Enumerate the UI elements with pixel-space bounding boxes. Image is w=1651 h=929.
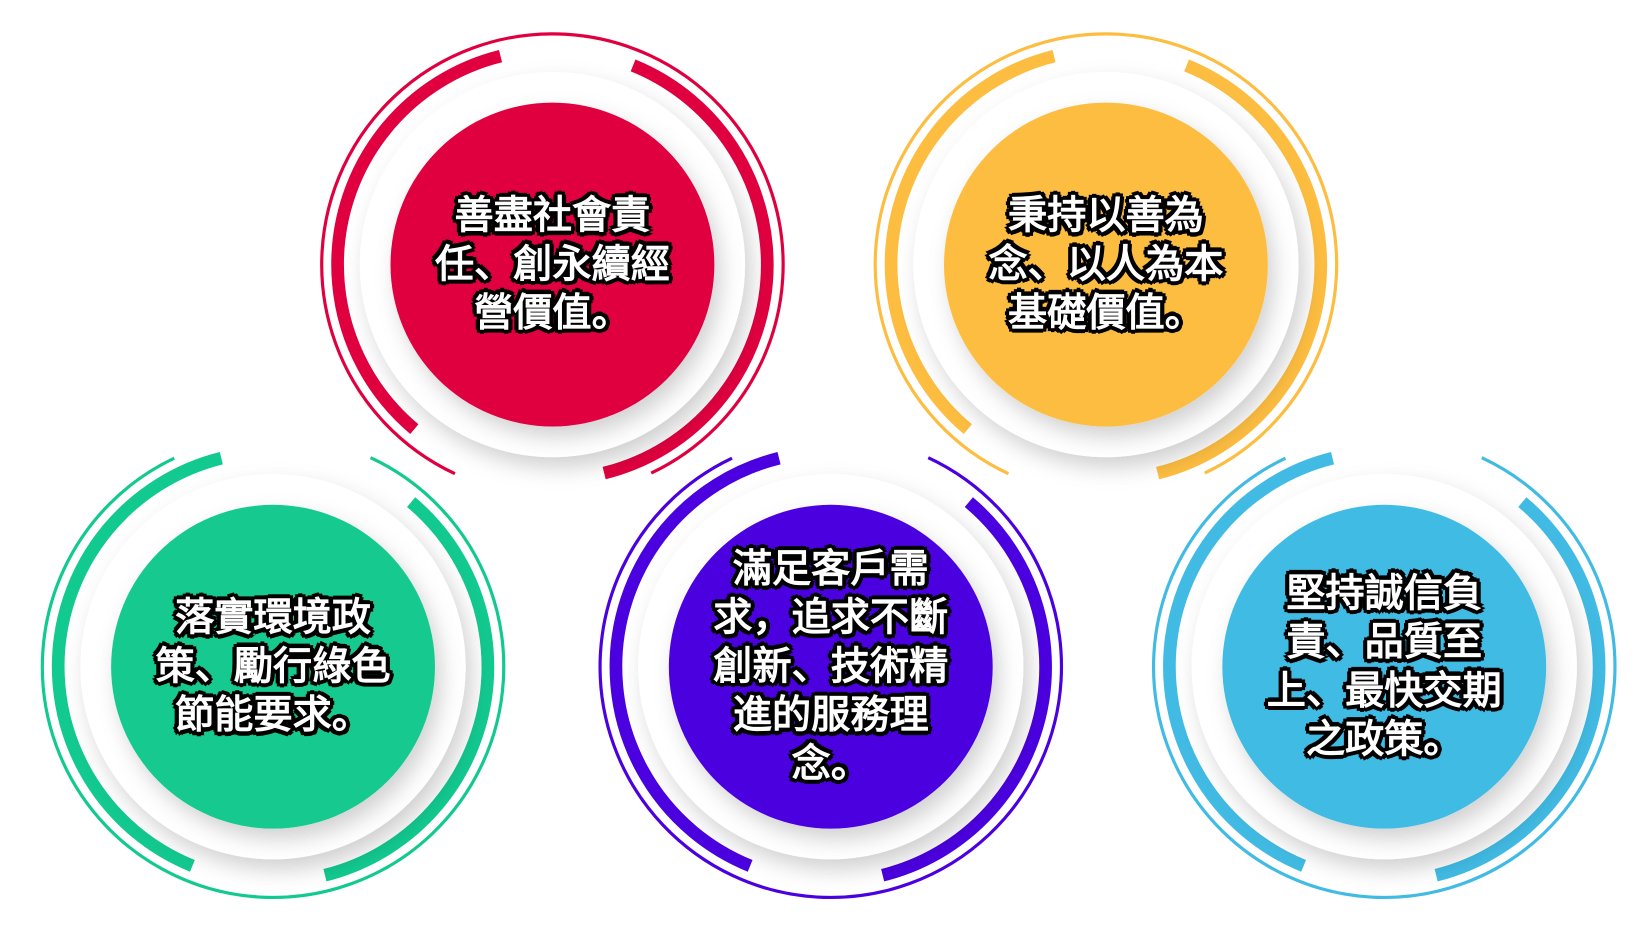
value-text: 堅持誠信負責、品質至上、最快交期之政策。 [1266,570,1502,762]
value-text: 秉持以善為念、以人為本基礎價值。 [988,192,1224,336]
value-circle-customer-service: 滿足客戶需求，追求不斷創新、技術精進的服務理念。 [672,508,989,825]
color-disk [668,504,993,829]
inner-ring [609,445,1052,888]
outer-ring [40,434,506,900]
color-disk [1222,504,1547,829]
color-disk [390,102,715,427]
value-text: 善盡社會責任、創永續經營價值。 [434,192,670,336]
color-disk [111,504,435,829]
value-circle-quality: 堅持誠信負責、品質至上、最快交期之政策。 [1226,508,1543,825]
value-text: 滿足客戶需求，追求不斷創新、技術精進的服務理念。 [713,546,949,787]
value-text: 落實環境政策、勵行綠色節能要求。 [155,594,391,738]
value-circle-people-oriented: 秉持以善為念、以人為本基礎價值。 [947,106,1264,423]
value-circle-environment: 落實環境政策、勵行綠色節能要求。 [114,508,431,825]
outer-ring [1151,434,1617,900]
color-disk [944,102,1268,427]
outer-ring [598,434,1064,900]
value-circle-social-responsibility: 善盡社會責任、創永續經營價值。 [394,106,711,423]
inner-ring [51,445,495,888]
